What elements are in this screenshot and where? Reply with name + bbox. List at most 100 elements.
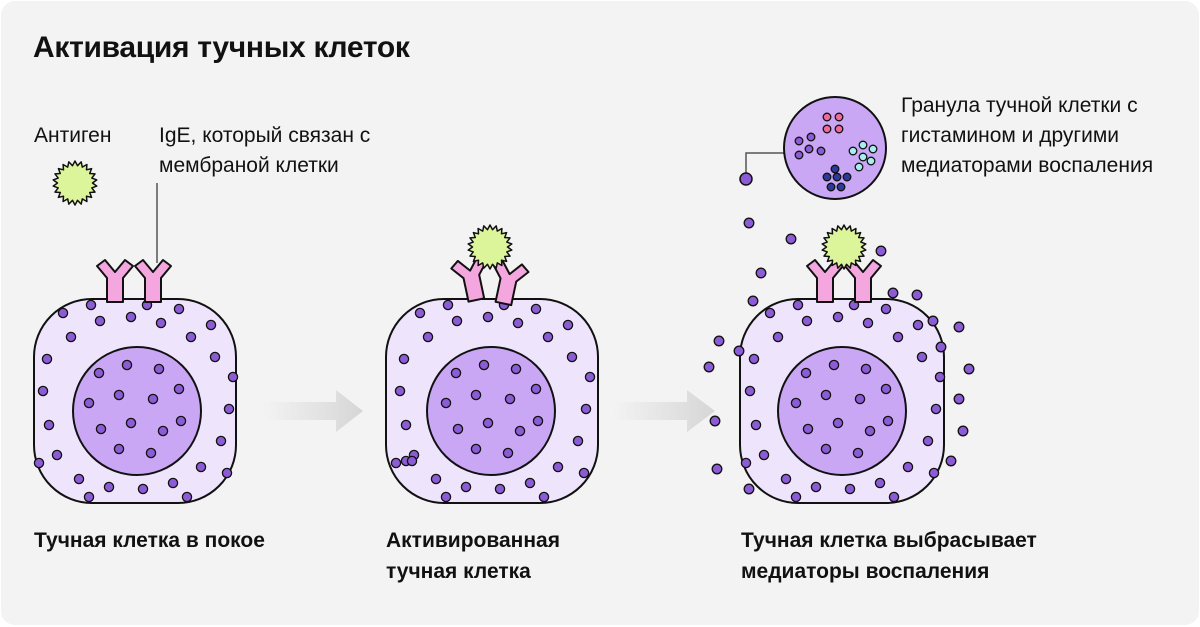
granule-dot	[864, 425, 876, 437]
caption-resting-cell: Тучная клетка в покое	[34, 529, 265, 552]
granule-dot	[478, 359, 490, 371]
granule-dot	[792, 299, 804, 311]
released-granule-dot	[953, 321, 965, 333]
granule-dot	[810, 481, 822, 493]
granule-dot	[167, 477, 179, 489]
granule-dot	[820, 443, 832, 455]
granule-dot	[862, 317, 874, 329]
granule-dot	[181, 491, 193, 503]
granule-dot	[934, 371, 946, 383]
granule-dot	[221, 467, 233, 479]
granule-dot	[145, 447, 157, 459]
released-granule-dot	[945, 455, 957, 467]
released-granule-dot	[743, 217, 755, 229]
granule-dot	[155, 317, 167, 329]
granule-dot	[57, 307, 69, 319]
antigen-shape	[821, 224, 867, 270]
granule-dot	[510, 363, 522, 375]
granule-dot	[450, 367, 462, 379]
granule-dot	[414, 307, 426, 319]
released-granule-dot	[703, 361, 715, 373]
granule-dot	[173, 303, 185, 315]
mediator-dot	[848, 146, 858, 156]
released-granule-dot	[887, 287, 899, 299]
released-granule-dot	[747, 295, 759, 307]
granule-dot	[153, 363, 165, 375]
cell-nucleus	[777, 346, 907, 476]
granule-dot	[750, 419, 762, 431]
mediator-dot	[842, 172, 852, 182]
released-granule-dot	[709, 415, 721, 427]
granule-mediators	[794, 112, 878, 192]
antigen-shape	[52, 160, 98, 206]
granule-dot	[514, 425, 526, 437]
ige-label: IgE, который связан с мембраной клетки	[159, 124, 371, 177]
granule-closeup-circle	[783, 96, 887, 200]
granule-dot	[103, 481, 115, 493]
granule-dot	[482, 311, 494, 323]
granule-dot	[922, 435, 934, 447]
mediator-dot	[858, 152, 868, 162]
granule-dot	[185, 331, 197, 343]
mediator-dot	[832, 172, 842, 182]
granule-dot	[173, 383, 185, 395]
granule-dot	[758, 449, 770, 461]
granule-dot	[572, 435, 584, 447]
cell-granules	[390, 299, 596, 503]
granule-pointer-line	[745, 152, 786, 179]
released-granule-dot	[733, 345, 745, 357]
granule-dot	[512, 317, 524, 329]
granule-dot	[440, 397, 452, 409]
released-granule-dot	[963, 363, 975, 375]
granule-dot	[121, 359, 133, 371]
granule-dot	[844, 483, 856, 495]
mediator-dot	[834, 112, 844, 122]
resting-mast-cell	[33, 183, 239, 504]
granule-dot	[157, 425, 169, 437]
mediator-dot	[868, 144, 878, 154]
granule-dot	[73, 473, 85, 485]
released-granule-dot	[713, 335, 725, 347]
released-granule-dot	[755, 267, 767, 279]
granule-dot	[95, 423, 107, 435]
granule-dot	[440, 491, 452, 503]
released-granule-dot	[711, 463, 723, 475]
ige-antibody	[492, 259, 530, 307]
granule-dot	[83, 491, 95, 503]
granule-dot	[928, 467, 940, 479]
cell-nucleus	[72, 346, 202, 476]
granule-dot	[400, 419, 412, 431]
granule-dot	[744, 385, 756, 397]
granule-dot	[748, 353, 760, 365]
mediator-dot	[858, 140, 868, 150]
granule-dot	[828, 359, 840, 371]
released-granule-dot	[953, 393, 965, 405]
granule-dot	[482, 417, 494, 429]
granule-dot	[860, 363, 872, 375]
arrow-to-activated	[263, 390, 363, 432]
granule-dot	[880, 383, 892, 395]
degranulating-mast-cell	[703, 217, 975, 504]
cell-granules	[33, 299, 239, 503]
mediator-dot	[794, 136, 804, 146]
granule-dot	[37, 385, 49, 397]
granule-dot	[205, 319, 217, 331]
caption-releasing-cell: Тучная клетка выбрасывает медиаторы восп…	[741, 529, 1037, 583]
antigen-icon	[52, 160, 98, 206]
granule-dot	[852, 447, 864, 459]
granule-dot	[147, 393, 159, 405]
granule-dot	[394, 385, 406, 397]
released-granule-dot	[875, 245, 887, 257]
granule-dot	[902, 461, 914, 473]
bound-antigen-icon	[821, 224, 867, 270]
granule-dot	[94, 315, 106, 327]
ige-antibody	[96, 259, 134, 303]
granule-dot	[209, 351, 221, 363]
granule-dot	[470, 443, 482, 455]
granule-dot	[916, 351, 928, 363]
granule-dot	[41, 353, 53, 365]
granule-dot	[470, 389, 482, 401]
granule-dot	[460, 481, 472, 493]
